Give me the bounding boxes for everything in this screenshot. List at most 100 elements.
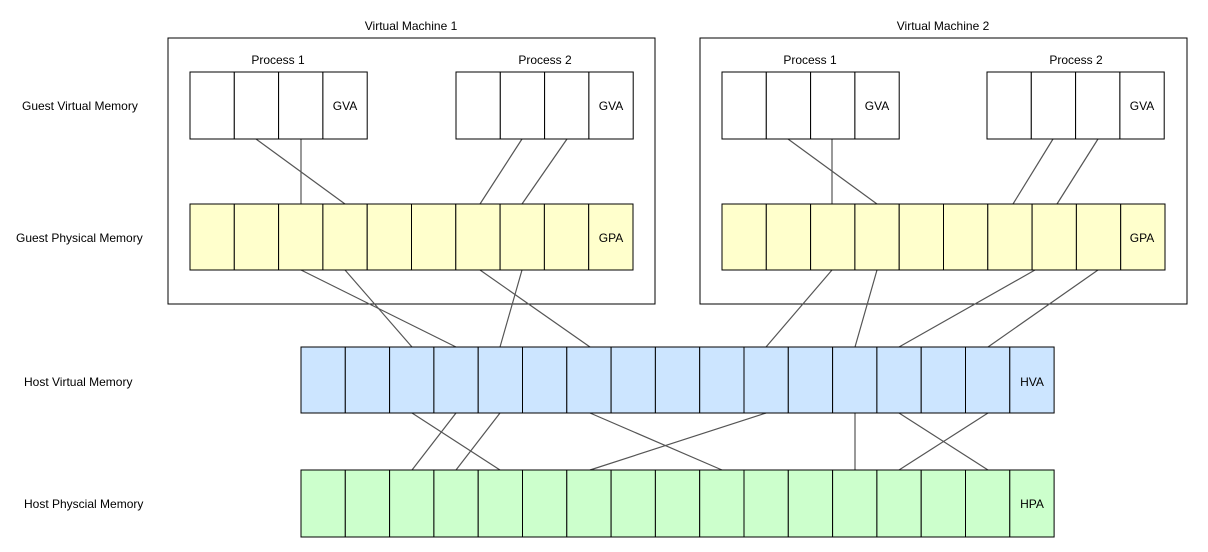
vm1-p2-gva-label: GVA (599, 99, 623, 113)
mapping-line (987, 269, 1099, 348)
mapping-line (499, 269, 523, 348)
vm1-process1-label: Process 1 (251, 53, 305, 67)
vm1-gpa-cell (278, 203, 324, 271)
hva-cell (433, 346, 479, 414)
vm1-process1-gva-cell (322, 71, 368, 140)
vm2-process1-gva-cell (765, 71, 812, 140)
vm1-gpa-cell (233, 203, 280, 271)
hva-cell (522, 346, 568, 414)
vm1-gpa-cell (322, 203, 368, 271)
vm2-process1-gva-cell (854, 71, 900, 140)
mapping-line (1012, 138, 1054, 205)
vm2-process1-gva-cell (721, 71, 767, 140)
vm2-gpa-cell (943, 203, 989, 271)
hpa-cell (610, 469, 656, 538)
vm2-p1-gva-label: GVA (865, 99, 889, 113)
vm2-process1-gva-cell (810, 71, 856, 140)
vm1-process2-gva-cell (455, 71, 501, 140)
hva-cell (610, 346, 656, 414)
hpa-cell (920, 469, 967, 538)
hpa-cell (1009, 469, 1055, 538)
hpa-cell (965, 469, 1011, 538)
hpa-cell (389, 469, 435, 538)
vm2-gpa-cell (1075, 203, 1122, 271)
hva-cell (876, 346, 922, 414)
row-label-host-virtual: Host Virtual Memory (24, 375, 132, 389)
mapping-line (898, 269, 1036, 348)
hpa-cell (300, 469, 346, 538)
hpa-cell (832, 469, 878, 538)
vm2-gpa-cell (1120, 203, 1166, 271)
vm1-process1-gva-cell (278, 71, 324, 140)
hpa-cell (433, 469, 479, 538)
vm2-title: Virtual Machine 2 (897, 19, 990, 33)
mapping-line (479, 138, 523, 205)
hpa-label: HPA (1020, 497, 1044, 511)
vm2-gpa-cell (810, 203, 856, 271)
hpa-cell (522, 469, 568, 538)
mapping-line (589, 412, 767, 471)
hpa-cell (743, 469, 789, 538)
mapping-line (589, 412, 723, 471)
hva-cell (743, 346, 789, 414)
vm1-gpa-cell (189, 203, 235, 271)
vm1-process2-gva-cell (544, 71, 590, 140)
hva-cell (344, 346, 391, 414)
vm2-process2-label: Process 2 (1049, 53, 1103, 67)
row-label-guest-physical: Guest Physical Memory (16, 231, 143, 245)
hpa-cell (654, 469, 701, 538)
hva-cell (832, 346, 878, 414)
vm2-gpa-cell (721, 203, 767, 271)
vm2-gpa-cell (854, 203, 900, 271)
hva-cell (787, 346, 834, 414)
hva-cell (300, 346, 346, 414)
vm1-process2-gva-cell (499, 71, 546, 140)
vm1-gpa-cell (366, 203, 413, 271)
vm2-gpa-cell (765, 203, 812, 271)
hva-cell (699, 346, 745, 414)
mapping-line (479, 269, 591, 348)
vm1-gpa-cell (411, 203, 457, 271)
vm1-p1-gva-label: GVA (333, 99, 357, 113)
mapping-line (854, 269, 878, 348)
vm2-p2-gva-label: GVA (1130, 99, 1154, 113)
vm1-gpa-label: GPA (599, 231, 623, 245)
mapping-lines (255, 138, 1099, 471)
vm1-process2-gva-cell (588, 71, 634, 140)
hva-cell (477, 346, 524, 414)
vm2-gpa-cell (1031, 203, 1077, 271)
vm1-gpa-cell (543, 203, 590, 271)
vm2-gpa-cell (987, 203, 1033, 271)
memory-cells (189, 71, 1166, 538)
vm1-gpa-cell (499, 203, 545, 271)
vm1-process2-label: Process 2 (518, 53, 572, 67)
hpa-cell (344, 469, 391, 538)
vm1-gpa-cell (588, 203, 634, 271)
vm2-process2-gva-cell (1119, 71, 1165, 140)
vm2-process1-label: Process 1 (783, 53, 837, 67)
mapping-line (344, 269, 413, 348)
vm1-box (167, 37, 656, 305)
mapping-line (1056, 138, 1099, 205)
hva-cell (654, 346, 701, 414)
hpa-cell (477, 469, 524, 538)
mapping-line (521, 138, 568, 205)
mapping-line (455, 412, 501, 471)
vm2-process2-gva-cell (986, 71, 1032, 140)
vm2-process2-gva-cell (1030, 71, 1077, 140)
vm1-process1-gva-cell (189, 71, 235, 140)
vm2-gpa-label: GPA (1130, 231, 1154, 245)
vm2-box (699, 37, 1188, 305)
vm2-gpa-cell (898, 203, 945, 271)
row-label-guest-virtual: Guest Virtual Memory (22, 99, 138, 113)
hva-cell (566, 346, 612, 414)
hpa-cell (787, 469, 834, 538)
hva-cell (1009, 346, 1055, 414)
mapping-line (898, 412, 989, 471)
vm1-title: Virtual Machine 1 (365, 19, 458, 33)
hva-cell (965, 346, 1011, 414)
hva-cell (389, 346, 435, 414)
hpa-cell (699, 469, 745, 538)
vm2-process2-gva-cell (1075, 71, 1121, 140)
